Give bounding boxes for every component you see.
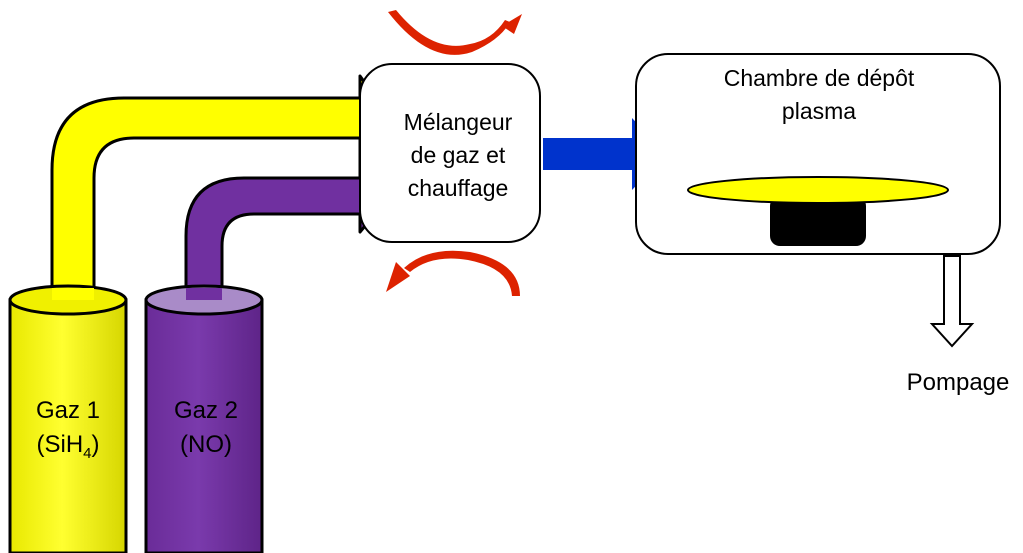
deposition-chamber [635,53,1001,255]
gas2-formula: (NO) [180,431,232,458]
chamber-label-line1: Chambre de dépôt [724,65,915,91]
mixer-label-line1: Mélangeur [404,109,513,135]
mixer-box [359,63,541,243]
mixer-label-line3: chauffage [408,175,509,201]
heat-arrow-bottom-icon [386,250,520,296]
pump-arrow-icon [929,255,975,348]
heat-arrow-top-icon [388,10,522,55]
chamber-label-line2: plasma [782,98,856,124]
pump-label: Pompage [907,369,1010,396]
mixer-label-line2: de gaz et [411,142,506,168]
gas1-label: Gaz 1 [36,397,100,424]
gas1-formula: (SiH4) [36,431,99,462]
substrate-disc [687,176,949,204]
substrate-holder [770,196,866,246]
gas1-flow-arrow [50,74,392,294]
gas2-label: Gaz 2 [174,397,238,424]
